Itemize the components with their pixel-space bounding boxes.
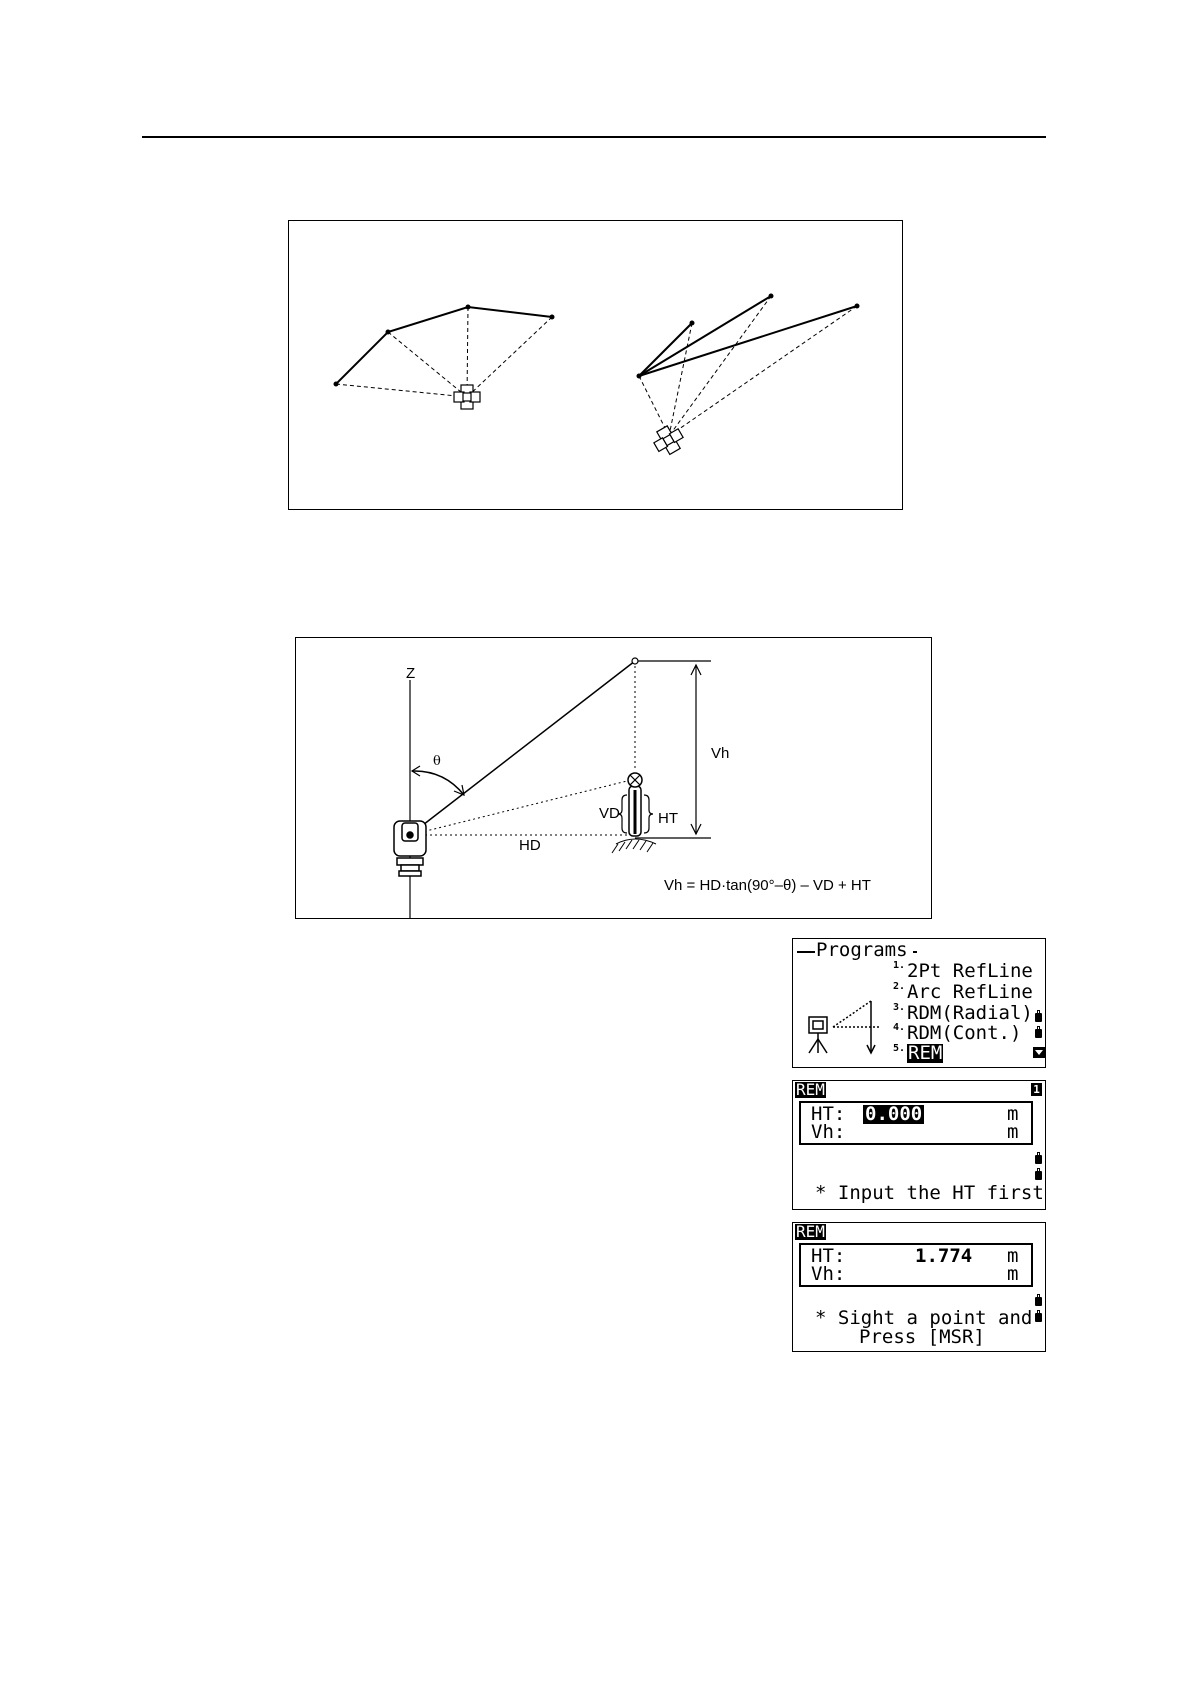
page-indicator: 1: [1031, 1083, 1042, 1096]
battery-icon: [1035, 1171, 1042, 1180]
ht-label: HT: [658, 811, 678, 826]
vh-label: Vh:: [811, 1265, 845, 1284]
title-rule-right: [913, 951, 917, 953]
point: [690, 321, 695, 326]
point: [855, 304, 860, 309]
point: [466, 305, 471, 310]
vh-label: Vh: [711, 746, 729, 761]
z-axis-label: Z: [406, 666, 415, 681]
header-rule: [142, 136, 1046, 138]
instrument-icon: [803, 981, 889, 1057]
ht-value: 1.774: [915, 1247, 972, 1266]
radial-measurement-diagram: [289, 221, 902, 509]
vh-unit: m: [1007, 1123, 1018, 1142]
instruction-message: * Input the HT first: [815, 1184, 1044, 1203]
point: [386, 330, 391, 335]
scroll-down-arrow-icon[interactable]: [1033, 1047, 1045, 1058]
point: [637, 374, 642, 379]
point: [334, 382, 339, 387]
programs-title: Programs: [816, 941, 908, 960]
battery-icon: [1035, 1029, 1042, 1038]
rem-title: REM: [795, 1082, 826, 1098]
point: [769, 294, 774, 299]
rem-title: REM: [795, 1224, 826, 1240]
battery-icon: [1035, 1313, 1042, 1322]
theta-label: θ: [433, 755, 441, 768]
vh-label: Vh:: [811, 1123, 845, 1142]
rem-geometry-figure: Z θ Vh VD HT HD Vh = HD·tan(90°–θ) – VD …: [295, 637, 932, 919]
programs-screen: Programs 1. 2Pt RefLine 2. Arc RefLine 3…: [792, 938, 1046, 1068]
instrument-symbol-left: [454, 385, 480, 409]
instruction-line-2: Press [MSR]: [859, 1328, 985, 1347]
battery-icon: [1035, 1013, 1042, 1022]
vh-unit: m: [1007, 1265, 1018, 1284]
radial-measurement-figure: [288, 220, 903, 510]
battery-icon: [1035, 1155, 1042, 1164]
vd-label: VD: [599, 806, 620, 821]
rem-input-screen: REM 1 HT: 0.000 m Vh: m * Input the HT f…: [792, 1080, 1046, 1210]
point: [550, 315, 555, 320]
battery-icon: [1035, 1297, 1042, 1306]
title-rule-left: [797, 951, 815, 953]
rem-geometry-diagram: [296, 638, 931, 918]
rem-formula: Vh = HD·tan(90°–θ) – VD + HT: [664, 878, 871, 893]
ht-input[interactable]: 0.000: [863, 1105, 924, 1124]
rem-sight-screen: REM HT: 1.774 m Vh: m * Sight a point an…: [792, 1222, 1046, 1352]
total-station-icon: [394, 821, 426, 876]
measured-polyline: [336, 307, 552, 384]
hd-label: HD: [519, 838, 541, 853]
